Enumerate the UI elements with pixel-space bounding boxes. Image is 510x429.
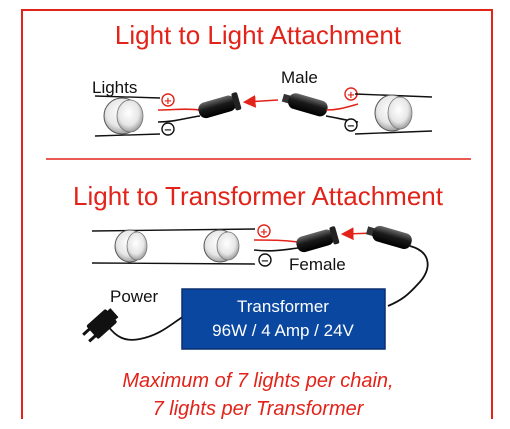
transformer-name: Transformer (237, 297, 329, 316)
note-line-1: Maximum of 7 lights per chain, (122, 370, 393, 392)
svg-text:+: + (164, 96, 172, 107)
plus-terminal-icon (257, 224, 271, 238)
power-label: Power (110, 287, 159, 306)
transformer-cable (387, 245, 429, 307)
male-label: Male (281, 68, 318, 87)
transformer-box: Transformer 96W / 4 Amp / 24V (181, 288, 386, 350)
minus-terminal-icon (258, 253, 272, 267)
minus-terminal-icon (161, 122, 175, 136)
lights-label: Lights (92, 78, 137, 97)
plus-terminal-icon (161, 93, 175, 107)
light-strip-bottom (91, 228, 256, 265)
female-label: Female (289, 255, 346, 274)
svg-text:+: + (347, 90, 355, 101)
svg-text:+: + (260, 227, 268, 238)
light-strip-left (94, 95, 161, 137)
power-plug-icon (82, 308, 119, 343)
svg-text:−: − (164, 125, 172, 136)
svg-text:−: − (261, 256, 269, 267)
minus-terminal-icon (344, 118, 358, 132)
connect-arrow-icon (242, 95, 279, 108)
diagram-frame (21, 9, 493, 419)
female-connector-icon (198, 92, 242, 119)
section1-title: Light to Light Attachment (115, 20, 402, 50)
male-connector-icon (365, 225, 412, 249)
female-connector-icon (296, 226, 340, 253)
light-strip-right (354, 93, 433, 135)
transformer-spec: 96W / 4 Amp / 24V (212, 321, 354, 340)
male-connector-icon (281, 93, 328, 117)
note-line-2: 7 lights per Transformer (153, 398, 365, 420)
section2-title: Light to Transformer Attachment (73, 181, 444, 211)
svg-text:−: − (347, 121, 355, 132)
power-cable (107, 315, 185, 341)
